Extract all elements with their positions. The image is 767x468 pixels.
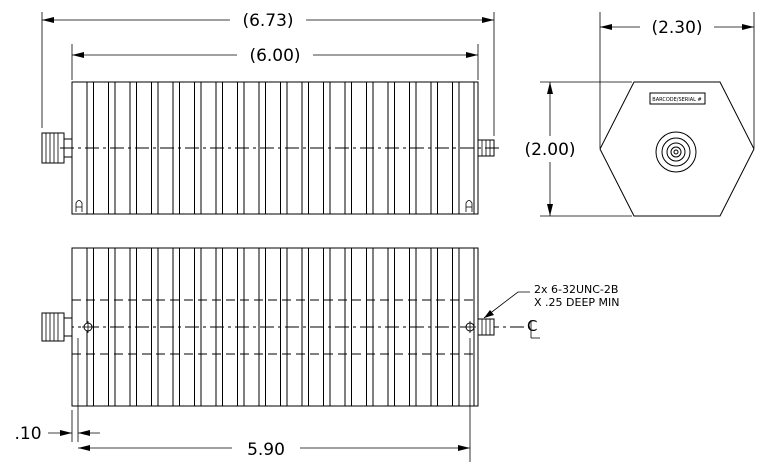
top-right-tab <box>465 200 473 212</box>
label-plate-text: BARCODE/SERIAL # <box>652 97 701 103</box>
dim-hole-spacing: 5.90 <box>247 440 285 460</box>
mounting-hole-left <box>82 321 94 333</box>
dim-overall-length: (6.73) <box>242 11 293 31</box>
end-connector-outer <box>655 131 697 173</box>
bottom-left-connector <box>41 312 73 342</box>
note-line-1: 2x 6-32UNC-2B <box>534 283 618 296</box>
top-view: (6.73) (6.00) <box>41 11 500 215</box>
mounting-hole-right <box>464 321 476 333</box>
note-line-2: X .25 DEEP MIN <box>534 296 620 309</box>
dim-across-corners: (2.30) <box>651 18 702 38</box>
dim-body-length: (6.00) <box>249 46 300 66</box>
dim-across-flats: (2.00) <box>524 140 575 160</box>
bottom-right-connector <box>477 318 495 336</box>
top-left-tab <box>75 200 83 212</box>
hex-outline <box>599 81 755 217</box>
note-leader <box>483 291 530 319</box>
dim-tab-offset: .10 <box>14 424 41 444</box>
label-plate <box>649 92 706 105</box>
end-view: BARCODE/SERIAL # (2.30) (2.00) <box>524 12 755 217</box>
centerline-symbol: C <box>527 317 537 335</box>
bottom-view: 2x 6-32UNC-2B X .25 DEEP MIN C .10 5.90 <box>14 247 620 462</box>
